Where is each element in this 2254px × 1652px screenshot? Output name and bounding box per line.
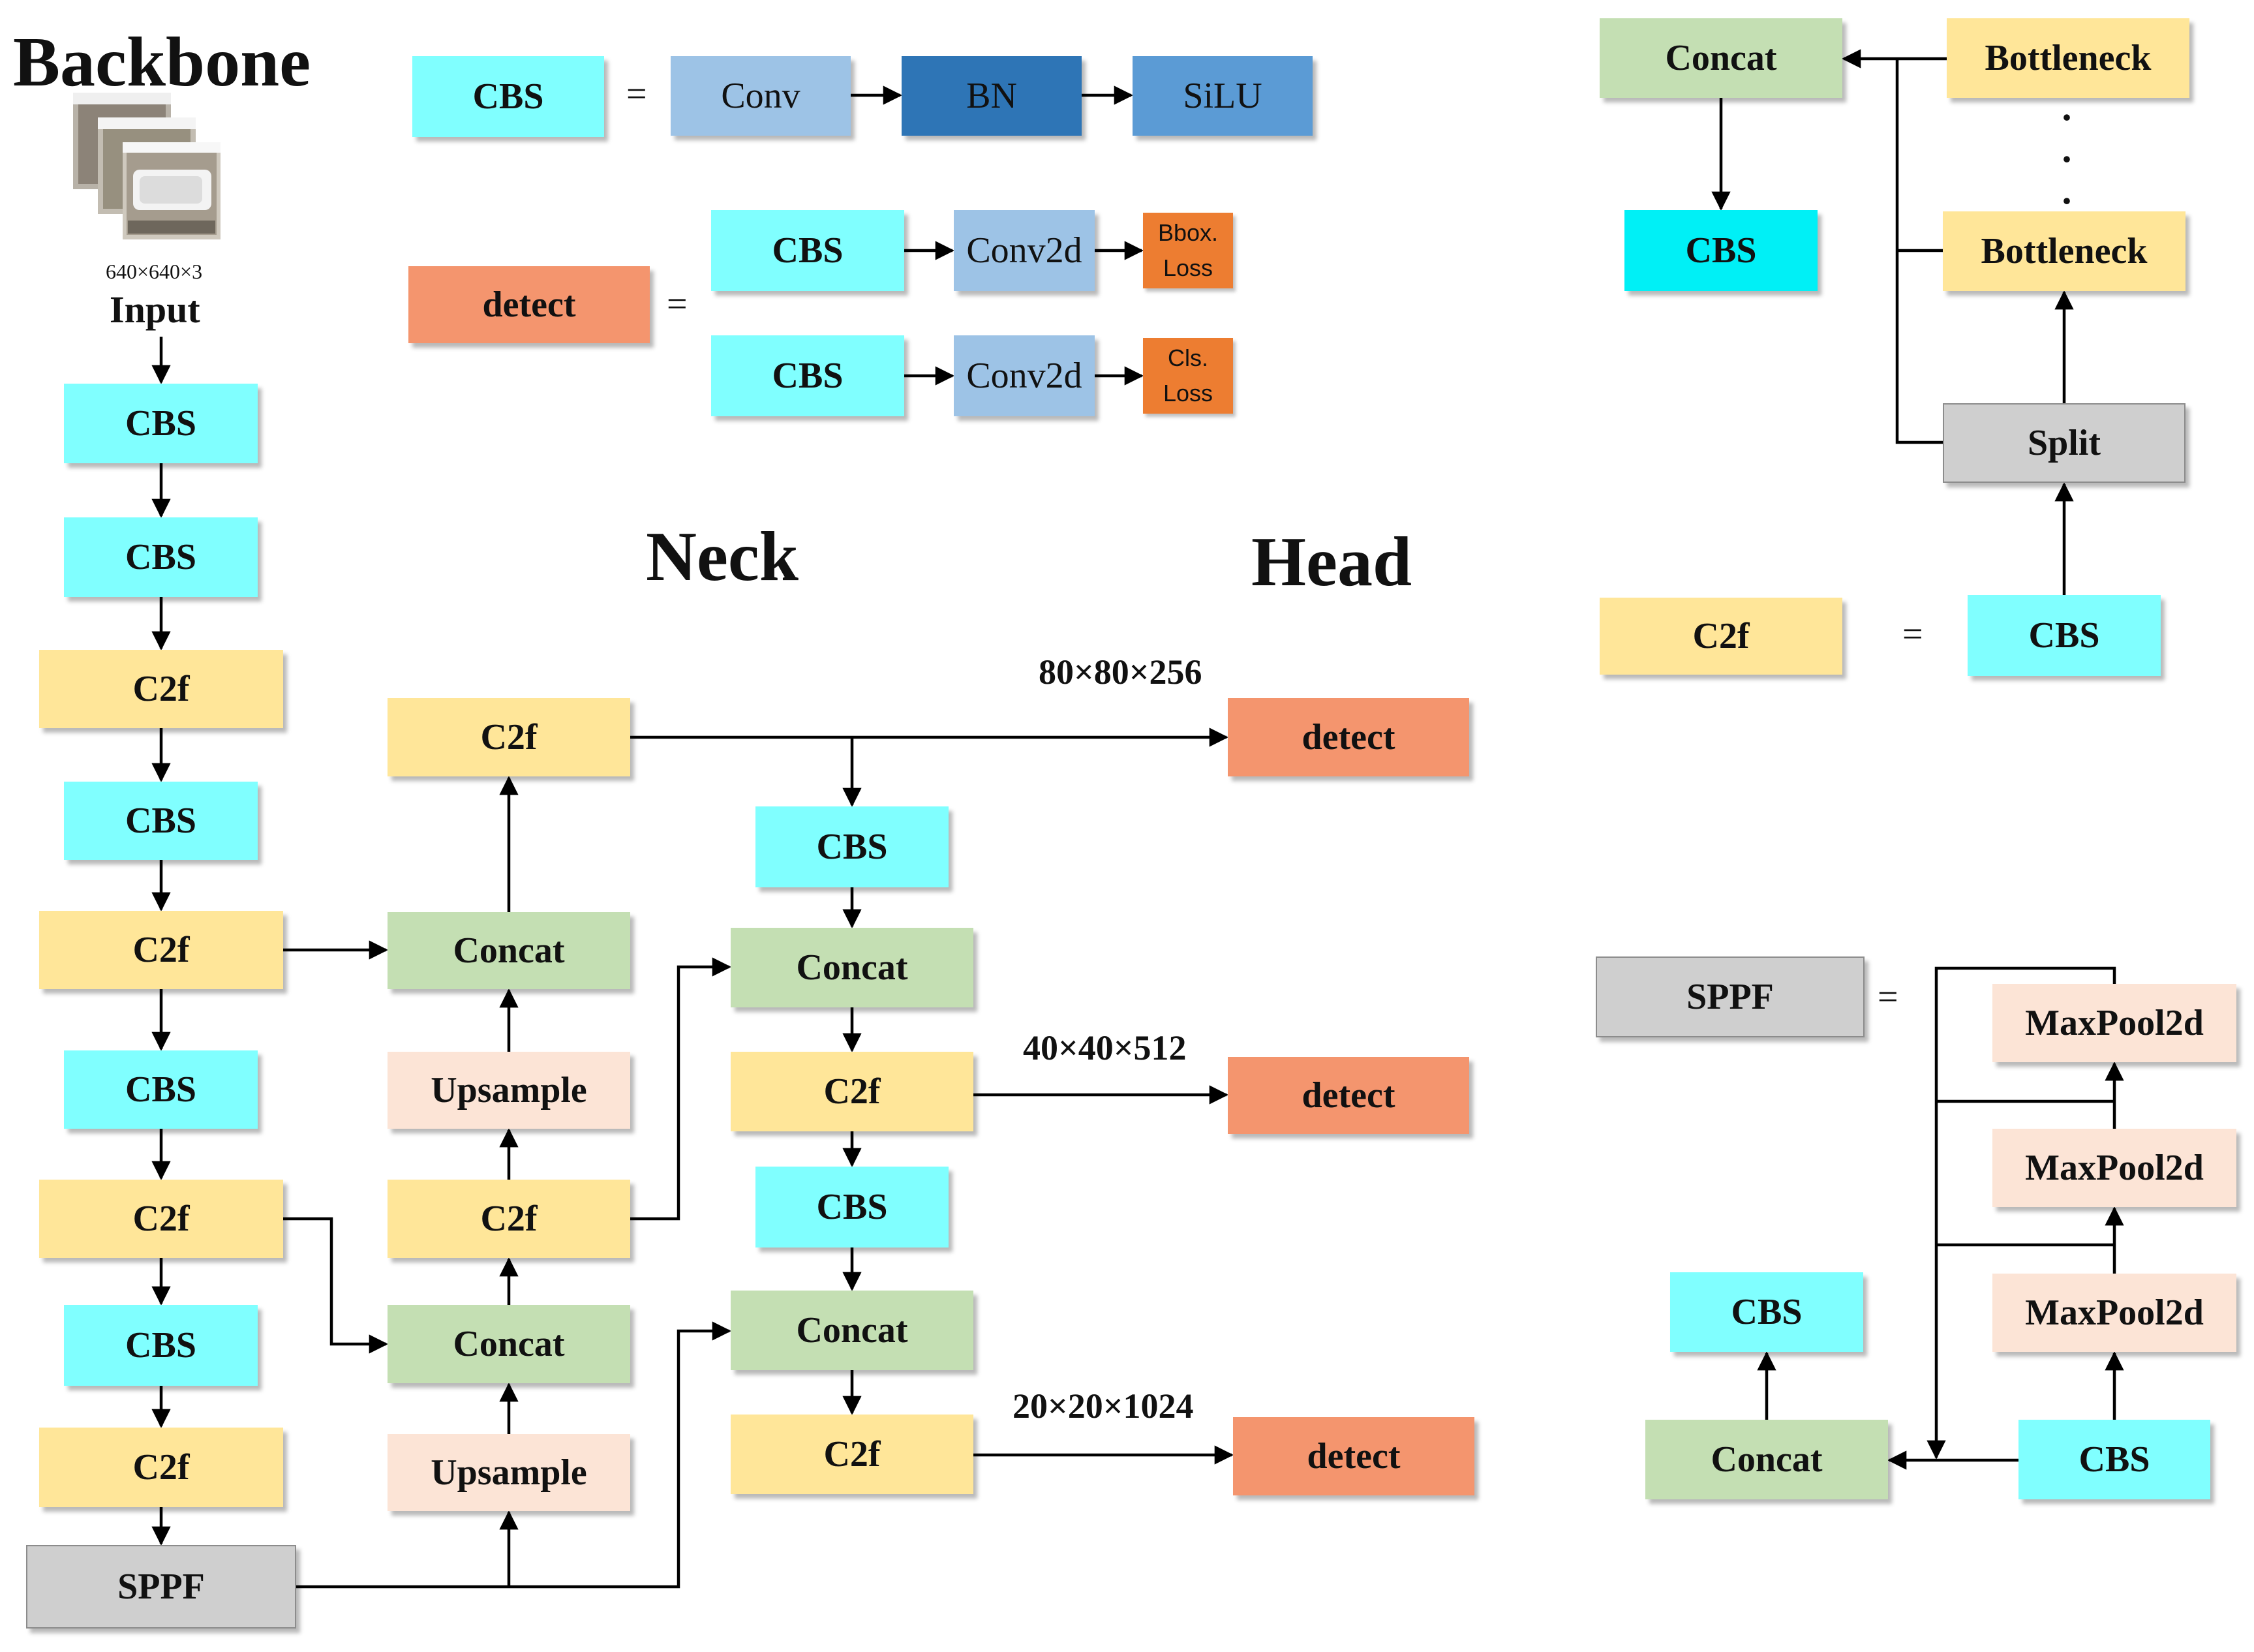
neck-concat-2: Concat	[388, 1305, 630, 1383]
p5-dim-label: 20×20×1024	[1013, 1386, 1194, 1426]
neck-concat-1: Concat	[388, 912, 630, 989]
head-title: Head	[1251, 523, 1412, 601]
c2f-legend-dot-2: ·	[2060, 138, 2074, 181]
head-detect-p3: detect	[1228, 698, 1469, 776]
legend-silu: SiLU	[1133, 56, 1313, 136]
legend-conv2d-2: Conv2d	[954, 335, 1095, 416]
c2f-legend-cbs-in: CBS	[1968, 595, 2161, 676]
neck-upsample-2: Upsample	[388, 1434, 630, 1511]
c2f-legend-cbs-out: CBS	[1624, 210, 1818, 291]
sppf-legend-maxpool-3: MaxPool2d	[1992, 1274, 2236, 1352]
legend-bn: BN	[902, 56, 1082, 136]
c2f-legend-c2f: C2f	[1600, 598, 1842, 675]
backbone-c2f-3: C2f	[39, 1180, 283, 1258]
backbone-cbs-3: CBS	[64, 782, 258, 860]
neck-c2f-p4: C2f	[731, 1052, 973, 1131]
neck-cbs-down-1: CBS	[755, 806, 949, 887]
legend-detect-cbs-2: CBS	[711, 335, 904, 416]
sppf-legend-equals: =	[1878, 977, 1898, 1017]
c2f-legend-split: Split	[1943, 403, 2185, 483]
input-label: Input	[110, 288, 200, 331]
neck-c2f-top: C2f	[388, 698, 630, 776]
sppf-legend-concat: Concat	[1645, 1420, 1888, 1499]
bbox-loss-label: Bbox. Loss	[1157, 219, 1219, 281]
c2f-legend-dot-1: ·	[2060, 96, 2074, 139]
stacked-photo-thumbnail-icon	[73, 93, 221, 239]
backbone-cbs-2: CBS	[64, 517, 258, 597]
legend-detect-equals: =	[667, 284, 688, 324]
p4-dim-label: 40×40×512	[1023, 1028, 1187, 1067]
input-size-label: 640×640×3	[106, 260, 203, 283]
head-detect-p5: detect	[1233, 1417, 1474, 1495]
legend-cbs-equals: =	[626, 74, 647, 114]
sppf-legend-maxpool-1: MaxPool2d	[1992, 984, 2236, 1062]
backbone-c2f-1: C2f	[39, 650, 283, 728]
head-detect-p4: detect	[1228, 1057, 1469, 1134]
neck-c2f-p5: C2f	[731, 1415, 973, 1494]
legend-cls-loss: Cls. Loss	[1143, 338, 1233, 414]
wire-c2f3-to-concat2	[283, 1217, 388, 1354]
p3-dim-label: 80×80×256	[1039, 652, 1202, 692]
c2f-legend-equals: =	[1902, 614, 1923, 654]
backbone-c2f-4: C2f	[39, 1428, 283, 1507]
legend-conv2d-1: Conv2d	[954, 210, 1095, 291]
backbone-sppf: SPPF	[26, 1545, 296, 1629]
neck-concat-4: Concat	[731, 1291, 973, 1370]
neck-title: Neck	[646, 518, 799, 596]
backbone-cbs-5: CBS	[64, 1305, 258, 1386]
wire-c2fmid-to-concat3	[630, 957, 731, 1221]
legend-cbs: CBS	[412, 56, 604, 137]
legend-conv: Conv	[671, 56, 851, 136]
wire-split-branch	[1895, 57, 1943, 444]
sppf-legend-maxpool-2: MaxPool2d	[1992, 1129, 2236, 1207]
sppf-legend-sppf: SPPF	[1596, 956, 1865, 1037]
legend-bbox-loss: Bbox. Loss	[1143, 213, 1233, 288]
backbone-cbs-1: CBS	[64, 384, 258, 463]
legend-detect: detect	[408, 266, 650, 343]
wire-mp1-branch	[1927, 966, 2116, 1460]
neck-upsample-1: Upsample	[388, 1052, 630, 1129]
c2f-legend-concat: Concat	[1600, 18, 1842, 98]
c2f-legend-dot-3: ·	[2060, 179, 2074, 222]
sppf-legend-cbs-in: CBS	[2018, 1420, 2210, 1499]
sppf-legend-cbs-out: CBS	[1670, 1272, 1863, 1352]
c2f-legend-bottleneck-top: Bottleneck	[1947, 18, 2189, 98]
neck-c2f-mid: C2f	[388, 1180, 630, 1258]
legend-detect-cbs-1: CBS	[711, 210, 904, 291]
wire-sppf-out	[296, 1321, 731, 1589]
neck-cbs-down-2: CBS	[755, 1167, 949, 1247]
c2f-legend-bottleneck-bottom: Bottleneck	[1943, 211, 2185, 291]
backbone-title: Backbone	[13, 23, 311, 101]
cls-loss-label: Cls. Loss	[1163, 344, 1213, 406]
neck-concat-3: Concat	[731, 928, 973, 1007]
backbone-c2f-2: C2f	[39, 911, 283, 989]
backbone-cbs-4: CBS	[64, 1050, 258, 1129]
